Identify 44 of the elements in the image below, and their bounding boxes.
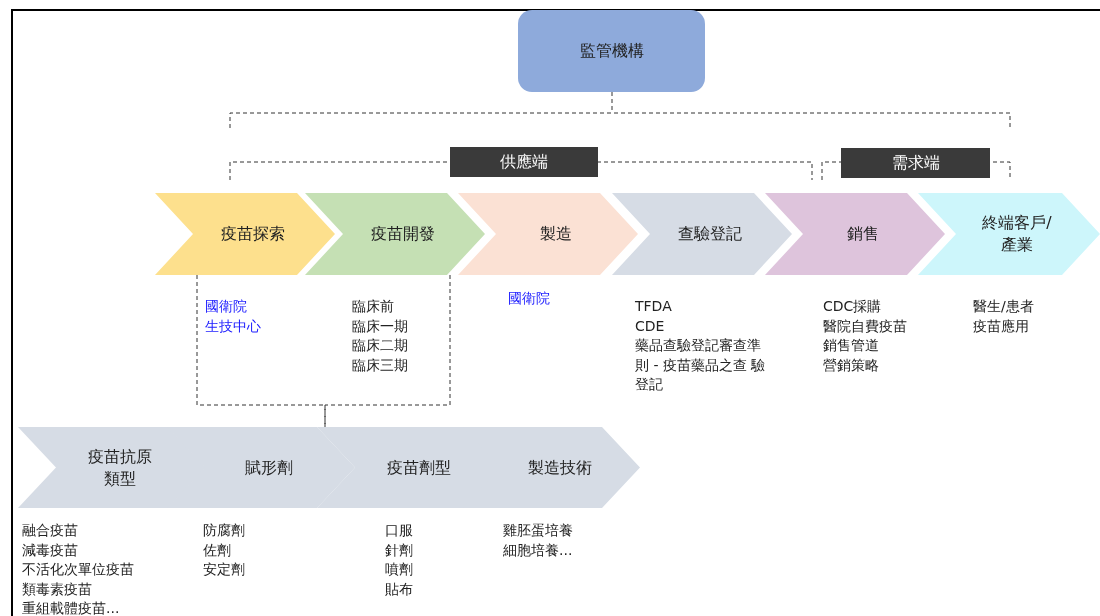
- list-item: 減毒疫苗: [22, 540, 78, 560]
- stage-label: 查驗登記: [677, 223, 743, 245]
- list-item: 雞胚蛋培養: [503, 521, 573, 540]
- list-item: 口服: [385, 521, 413, 540]
- list-item: 臨床一期: [352, 316, 408, 336]
- list-item: 類毒素疫苗: [22, 579, 92, 599]
- list-item: 臨床二期: [352, 336, 408, 355]
- stage-label: 疫苗開發: [370, 223, 436, 245]
- list-item: 營銷策略: [823, 355, 879, 375]
- list-item: TFDA: [635, 297, 673, 316]
- stage-label: 疫苗劑型: [386, 456, 452, 479]
- list-item: 貼布: [385, 579, 413, 599]
- list-item: 針劑: [385, 540, 413, 560]
- organization-box: 監管機構: [518, 10, 705, 92]
- stage-label: 終端客戶/產業: [981, 212, 1053, 256]
- stage-label: 疫苗抗原類型: [87, 445, 153, 490]
- section-tag: 供應端: [450, 147, 598, 177]
- list-item: 醫生/患者: [973, 297, 1034, 316]
- list-item: 安定劑: [203, 560, 245, 579]
- list-item: 佐劑: [203, 540, 231, 560]
- stage-label: 製造技術: [526, 456, 593, 479]
- section-tag: 需求端: [841, 148, 990, 178]
- list-item: 國衛院: [508, 289, 550, 308]
- list-item: 臨床三期: [352, 355, 408, 375]
- list-item: 疫苗應用: [973, 316, 1029, 336]
- list-item: 醫院自費疫苗: [823, 316, 907, 336]
- list-item: CDC採購: [823, 297, 882, 316]
- list-item: CDE: [635, 316, 666, 336]
- list-item: 生技中心: [205, 316, 261, 336]
- list-item: 融合疫苗: [22, 521, 78, 540]
- list-item: 細胞培養...: [503, 540, 573, 560]
- stage-label: 賦形劑: [244, 456, 294, 479]
- list-item: 噴劑: [385, 560, 413, 579]
- stage-label: 製造: [539, 223, 573, 245]
- list-item: 國衛院: [205, 297, 247, 316]
- stage-label: 疫苗探索: [220, 223, 286, 245]
- connector: [324, 274, 451, 428]
- list-item: 不活化次單位疫苗: [22, 560, 134, 579]
- list-item: 防腐劑: [203, 521, 245, 540]
- stage-label: 銷售: [846, 223, 880, 245]
- list-item: 藥品查驗登記審查準則 - 疫苗藥品之查 驗登記: [635, 336, 767, 394]
- list-item: 臨床前: [352, 297, 394, 316]
- list-item: 銷售管道: [823, 336, 879, 355]
- list-item: 重組載體疫苗...: [22, 599, 120, 616]
